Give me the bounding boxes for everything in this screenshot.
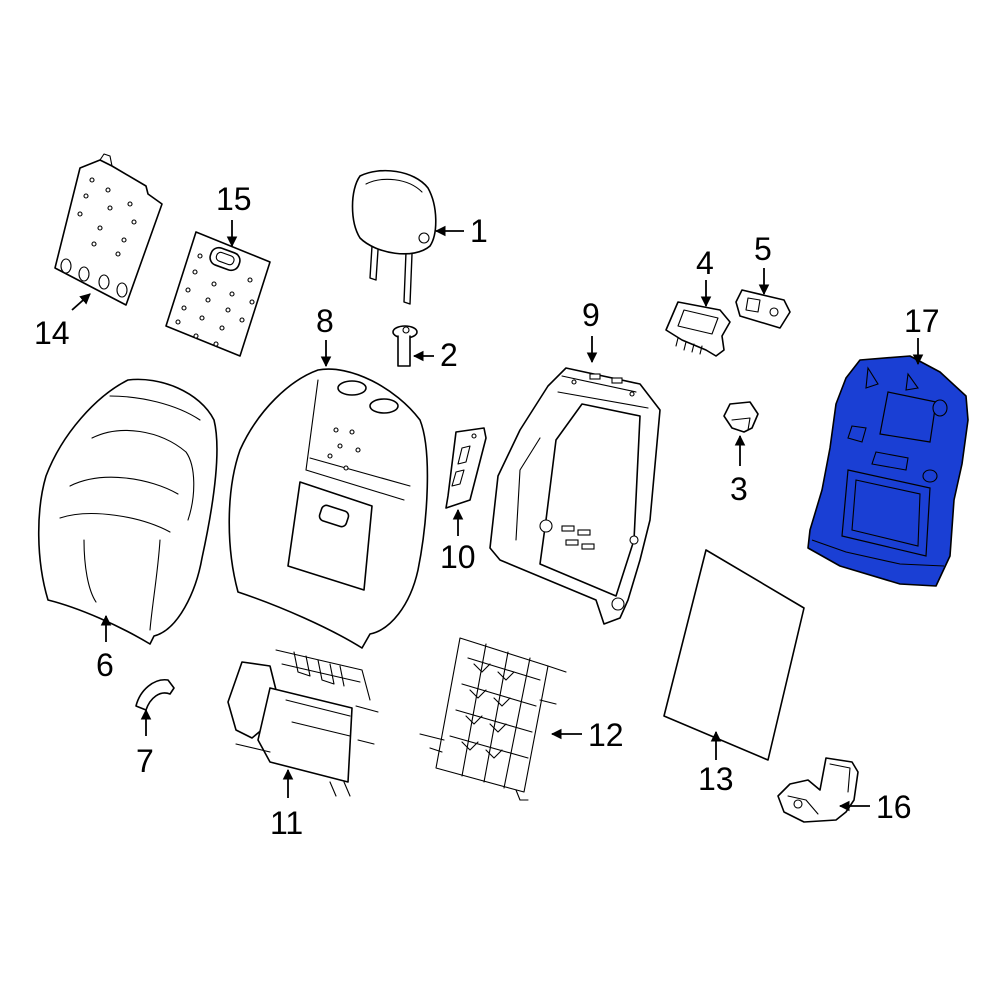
callout-17: 17: [904, 303, 940, 339]
callout-13: 13: [698, 761, 734, 797]
callout-7: 7: [136, 743, 154, 779]
part-8-seat-back-foam[interactable]: [228, 368, 429, 649]
part-12-wire-mat[interactable]: [419, 637, 567, 801]
part-16-actuator[interactable]: [777, 757, 859, 823]
callout-14: 14: [34, 315, 70, 351]
callout-10: 10: [440, 539, 476, 575]
part-15-pad[interactable]: [165, 231, 271, 357]
callout-15: 15: [216, 181, 252, 217]
callout-9: 9: [582, 297, 600, 333]
part-10-bracket[interactable]: [445, 427, 487, 509]
part-14-back-panel[interactable]: [54, 153, 163, 306]
callout-4: 4: [696, 245, 714, 281]
callout-8: 8: [316, 303, 334, 339]
part-11-lumbar-assembly[interactable]: [227, 649, 379, 797]
callout-11: 11: [270, 805, 303, 841]
callout-2: 2: [440, 337, 458, 373]
part-9-seat-frame[interactable]: [489, 367, 661, 625]
callout-labels: 1 2 3 4 5 6 7 8 9 10 11 12 13 14 15 16 1…: [34, 181, 940, 841]
part-2-bolt[interactable]: [392, 325, 418, 367]
part-5-small-clip[interactable]: [735, 289, 791, 329]
part-4-clip[interactable]: [665, 301, 731, 357]
callout-12: 12: [588, 717, 624, 753]
part-1-headrest[interactable]: [351, 169, 437, 305]
part-3-retainer[interactable]: [723, 401, 759, 433]
callout-3: 3: [730, 471, 748, 507]
callout-6: 6: [96, 647, 114, 683]
callout-5: 5: [754, 231, 772, 267]
callout-arrows: [71, 220, 924, 812]
callout-1: 1: [470, 213, 488, 249]
callout-16: 16: [876, 789, 912, 825]
part-7-clip[interactable]: [135, 679, 175, 711]
part-6-seat-back-cover[interactable]: [37, 378, 218, 645]
part-17-seat-back-panel-highlighted[interactable]: [807, 355, 969, 587]
part-13-board[interactable]: [663, 549, 805, 761]
